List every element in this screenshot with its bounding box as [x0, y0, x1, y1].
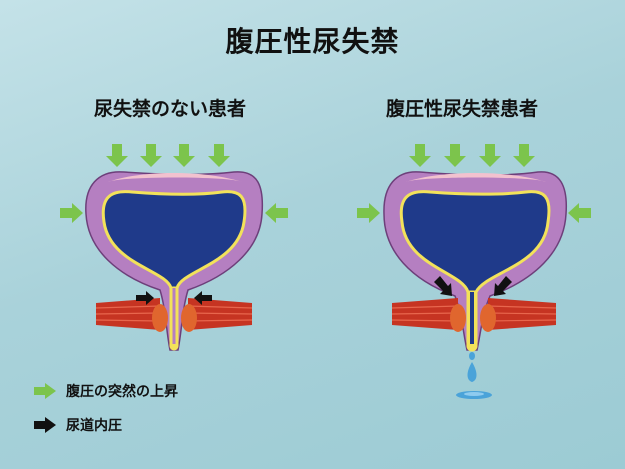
legend-item-urethral-pressure: 尿道内圧 [34, 415, 122, 435]
legend-label: 腹圧の突然の上昇 [66, 381, 178, 401]
stress-incontinence-bladder [357, 144, 591, 399]
normal-bladder [60, 144, 288, 350]
legend-label: 尿道内圧 [66, 415, 122, 435]
legend-item-abdominal-pressure: 腹圧の突然の上昇 [34, 381, 178, 401]
black-arrow-icon [34, 417, 56, 433]
green-arrow-icon [34, 383, 56, 399]
urine-leak [456, 352, 492, 399]
